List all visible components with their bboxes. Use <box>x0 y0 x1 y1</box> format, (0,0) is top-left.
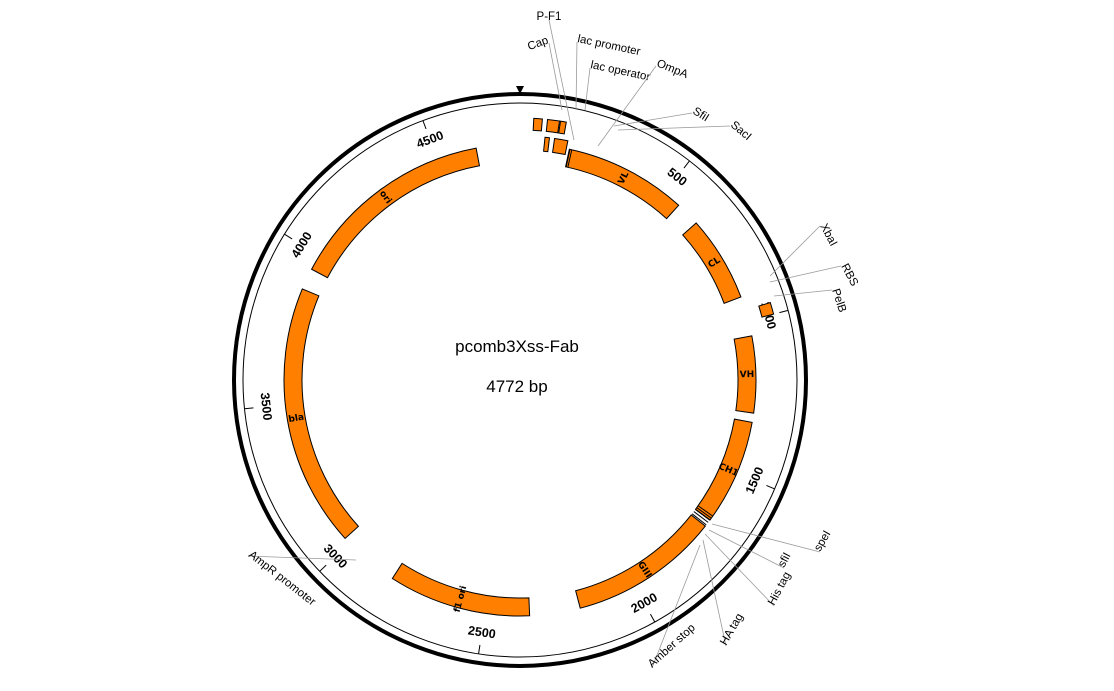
tick-label-4500: 4500 <box>415 128 446 151</box>
callout-line-amber-stop <box>651 544 701 669</box>
tick-3000 <box>319 564 327 572</box>
callout-label-rbs: RBS <box>838 262 860 289</box>
callout-label-amber-stop: Amber stop <box>646 622 698 670</box>
feature-f1ori <box>391 562 531 617</box>
callout-label-pelb: PelB <box>829 287 848 314</box>
callout-label-his-tag: His tag <box>766 570 793 607</box>
tick-label-3500: 3500 <box>258 392 275 421</box>
callout-line-spei <box>711 523 821 553</box>
site-mark-amber-stop <box>691 513 707 526</box>
tick-500 <box>683 160 690 169</box>
site-mark-ha-tag <box>693 511 709 523</box>
site-mark-sfii-2 <box>696 507 712 519</box>
feature-label-vh: VH <box>740 370 755 380</box>
callout-line-rbs <box>769 265 842 283</box>
callout-label-lac-promoter: lac promoter <box>576 33 641 58</box>
callout-label-xbai: XbaI <box>817 222 839 249</box>
tick-label-2500: 2500 <box>467 623 497 641</box>
callout-label-p-f1: P-F1 <box>537 11 562 23</box>
callout-label-ompa: OmpA <box>655 58 690 81</box>
feature-giii <box>575 514 707 609</box>
callout-label-spei: speI <box>812 529 833 554</box>
tick-label-2000: 2000 <box>629 590 660 616</box>
callout-line-ampr-promoter <box>247 555 357 561</box>
backbone-inner-ring <box>242 102 798 658</box>
tick-4000 <box>284 233 293 240</box>
site-mark-sfii-1 <box>565 149 571 168</box>
feature-ori <box>310 147 481 279</box>
callout-line-sfii-2 <box>708 529 785 569</box>
site-mark-saci <box>567 149 573 168</box>
callout-label-cap: Cap <box>526 35 550 53</box>
site-mark-spei <box>697 505 714 517</box>
origin-marker <box>516 86 524 94</box>
tick-1500 <box>766 484 775 490</box>
callout-line-ompa <box>597 65 657 147</box>
callout-label-sfii-1: SfiI <box>690 105 710 124</box>
feature-vh <box>733 335 757 414</box>
feature-vl <box>564 148 680 220</box>
small-feature-p-f1 <box>543 136 551 153</box>
tick-label-1500: 1500 <box>743 465 767 496</box>
tick-2500 <box>478 644 481 654</box>
callout-line-his-tag <box>704 533 775 607</box>
feature-bla <box>283 288 360 540</box>
tick-label-4000: 4000 <box>288 229 315 260</box>
callout-line-sfii-1 <box>613 112 693 127</box>
tick-3500 <box>244 407 254 410</box>
callout-label-saci: SacI <box>728 119 753 143</box>
site-mark-his-tag <box>695 509 711 521</box>
tick-label-500: 500 <box>665 165 690 189</box>
plasmid-size: 4772 bp <box>486 377 547 396</box>
small-feature-cap <box>532 117 543 132</box>
callout-line-saci <box>617 125 731 131</box>
small-feature-lac-operator <box>558 120 567 135</box>
callout-line-ha-tag <box>702 539 727 647</box>
tick-2000 <box>649 613 656 623</box>
feature-label-bla: bla <box>288 413 305 425</box>
small-feature-lac-promoter <box>545 118 561 134</box>
feature-cl <box>682 222 742 304</box>
tick-4500 <box>422 120 427 130</box>
callout-line-pelb <box>773 289 833 297</box>
small-feature-pelb <box>758 301 775 318</box>
callout-line-p-f1 <box>548 19 575 141</box>
callout-line-xbai <box>769 225 821 277</box>
callout-line-lac-operator <box>584 67 591 111</box>
plasmid-name: pcomb3Xss-Fab <box>455 337 579 356</box>
callout-line-lac-promoter <box>575 41 578 111</box>
callout-label-sfii-2: sfiI <box>776 551 793 570</box>
feature-ch1 <box>694 418 753 521</box>
small-feature-ompa <box>552 137 569 156</box>
tick-1000 <box>779 309 789 314</box>
callout-line-cap <box>548 42 563 111</box>
callout-label-lac-operator: lac operator <box>589 59 651 83</box>
